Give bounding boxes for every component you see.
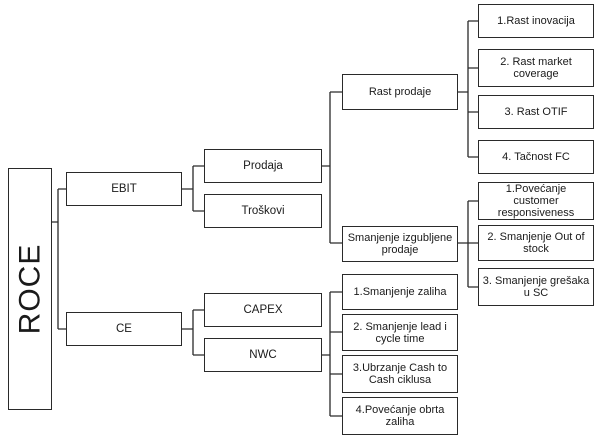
root-label: ROCE [13,243,46,335]
connector-ce-children [182,309,204,356]
nwc-item-label: 3.Ubrzanje Cash to Cash ciklusa [352,362,448,386]
connector-prodaja-children [322,91,342,244]
nwc-item: 4.Povećanje obrta zaliha [342,397,458,435]
connector-roce-branches [52,188,66,330]
rast-prodaje-item: 2. Rast market coverage [478,49,594,87]
nwc-item-label: 4.Povećanje obrta zaliha [355,404,445,428]
node-rast-prodaje-label: Rast prodaje [368,86,432,98]
node-prodaja: Prodaja [204,149,322,183]
node-nwc-label: NWC [249,349,277,361]
node-ebit-label: EBIT [111,183,137,195]
node-ce-label: CE [116,323,132,335]
connector-smanjenje-items [458,200,478,288]
connector-nwc-items [322,291,342,417]
rast-prodaje-item-label: 3. Rast OTIF [504,106,568,118]
node-prodaja-label: Prodaja [243,160,283,172]
rast-prodaje-item-label: 1.Rast inovacija [497,15,575,27]
node-nwc: NWC [204,338,322,372]
smanjenje-item: 1.Povećanje customer responsiveness [478,182,594,220]
node-troskovi: Troškovi [204,194,322,228]
nwc-item-label: 1.Smanjenje zaliha [353,286,447,298]
node-rast-prodaje: Rast prodaje [342,74,458,110]
node-ebit: EBIT [66,172,182,206]
node-smanjenje-izgubljene-label: Smanjenje izgubljene prodaje [347,232,453,256]
root-node-roce: ROCE [8,168,52,410]
rast-prodaje-item-label: 4. Tačnost FC [502,151,570,163]
node-capex: CAPEX [204,293,322,327]
node-troskovi-label: Troškovi [241,205,285,217]
node-ce: CE [66,312,182,346]
connector-ebit-children [182,165,204,212]
nwc-item: 1.Smanjenje zaliha [342,274,458,310]
node-capex-label: CAPEX [243,304,283,316]
node-smanjenje-izgubljene-prodaje: Smanjenje izgubljene prodaje [342,226,458,262]
rast-prodaje-item: 3. Rast OTIF [478,95,594,129]
smanjenje-item-label: 3. Smanjenje grešaka u SC [482,275,590,299]
rast-prodaje-item: 4. Tačnost FC [478,140,594,174]
rast-prodaje-item: 1.Rast inovacija [478,4,594,38]
smanjenje-item-label: 1.Povećanje customer responsiveness [497,183,575,219]
nwc-item: 2. Smanjenje lead i cycle time [342,314,458,351]
smanjenje-item-label: 2. Smanjenje Out of stock [487,231,585,255]
nwc-item-label: 2. Smanjenje lead i cycle time [353,320,447,345]
smanjenje-item: 2. Smanjenje Out of stock [478,225,594,261]
rast-prodaje-item-label: 2. Rast market coverage [500,56,572,80]
connector-rast-prodaje-items [458,20,478,158]
nwc-item: 3.Ubrzanje Cash to Cash ciklusa [342,355,458,393]
smanjenje-item: 3. Smanjenje grešaka u SC [478,268,594,306]
